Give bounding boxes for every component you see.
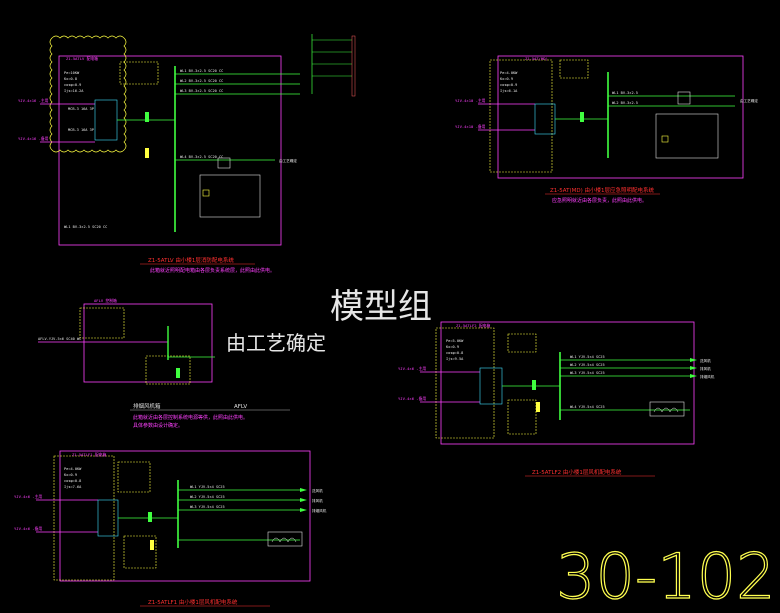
panel-1-name: Z1-5ATLV 配电箱 — [66, 56, 98, 61]
panel-2-caption: Z1-5AT(MD) 由小楼1层应急照明配电系统 — [550, 186, 654, 194]
panel-4-ats-box — [479, 367, 503, 405]
title-main: 模型组 — [330, 287, 432, 327]
panel-5-frame — [59, 450, 311, 582]
panel-5-target-1: 送风机 — [312, 488, 323, 493]
panel-1-revision-cloud — [49, 35, 127, 153]
panel-3: AFLV 控制箱 AFLV-YJV-5×6 SC40 WC 由工艺确定 排烟风机… — [38, 298, 326, 429]
panel-4-input-main: YJV-4×6 -主用 — [398, 366, 426, 371]
panel-2-sub-box — [655, 113, 719, 159]
panel-5-revision-cloud — [53, 455, 115, 581]
panel-4-caption: Z1-5ATLF2 由小楼1层风机配电系统 — [532, 468, 622, 476]
panel-2-feeder-2: WL2 BV-3×2.5 — [612, 101, 638, 105]
panel-4-feeder-2: WL2 YJV-5×4 SC25 — [570, 363, 605, 367]
panel-2: Z1-5AT(MD) Pe=4.0KW Kx=0.9 cosφ=0.9 Ijs=… — [455, 55, 758, 204]
panel-1-sub-box — [199, 174, 261, 218]
panel-2-input-backup: YJV-4×10 -备用 — [455, 124, 486, 129]
panel-1-input-main: YJV-4×16 -主用 — [18, 98, 49, 103]
panel-5: Z1-5ATLF1 配电箱 Pe=4.0KW Kx=0.9 cosφ=0.8 I… — [14, 450, 327, 607]
panel-5-name: Z1-5ATLF1 配电箱 — [72, 452, 106, 457]
panel-1-breaker-2: MCB-3 16A 3P — [68, 128, 94, 132]
panel-1-param-pe: Pe=10KW — [64, 71, 80, 75]
panel-5-caption: Z1-5ATLF1 由小楼1层风机配电系统 — [148, 598, 238, 606]
panel-2-note: 应急照明就近由各层负责，此照由此供电。 — [552, 197, 647, 204]
panel-4-feeder-3: WL3 YJV-5×4 SC25 — [570, 371, 605, 375]
panel-1-param-kx: Kx=0.8 — [64, 77, 77, 81]
panel-2-param-kx: Kx=0.9 — [500, 77, 513, 81]
panel-4-name: Z1-5ATLF2 配电箱 — [456, 323, 490, 328]
panel-5-target-3: 排烟风机 — [312, 508, 327, 513]
panel-2-name: Z1-5AT(MD) — [525, 56, 548, 61]
panel-2-param-cos: cosφ=0.9 — [500, 83, 517, 87]
panel-2-revision-cloud — [489, 59, 553, 173]
panel-1-param-cos: cosφ=0.9 — [64, 83, 81, 87]
panel-3-label-right: AFLV — [234, 404, 247, 410]
panel-3-note-2: 具体参数由设计确定。 — [133, 422, 183, 429]
panel-2-param-pe: Pe=4.0KW — [500, 71, 518, 75]
panel-4-param-cos: cosφ=0.8 — [446, 351, 463, 355]
panel-2-end-label: 由工艺确定 — [740, 98, 758, 103]
panel-5-input-backup: YJV-4×6 -备用 — [14, 526, 42, 531]
panel-1: Z1-5ATLV 配电箱 Pe=10KW Kx=0.8 cosφ=0.9 Ijs… — [18, 34, 356, 274]
panel-5-ats-box — [97, 499, 119, 537]
panel-4-param-ijs: Ijs=9.5A — [446, 357, 464, 361]
panel-1-input-backup: YJV-4×16 -备用 — [18, 136, 49, 141]
panel-4-feeder-1: WL1 YJV-5×4 SC25 — [570, 355, 605, 359]
panel-4-revision-cloud — [435, 327, 495, 439]
panel-4-param-kx: Kx=0.9 — [446, 345, 459, 349]
panel-5-target-2: 排风机 — [312, 498, 323, 503]
panel-1-feeder-1: WL1 BV-3×2.5 SC20 CC — [180, 69, 223, 73]
panel-5-input-main: YJV-4×6 -主用 — [14, 494, 42, 499]
panel-2-input-main: YJV-4×10 -主用 — [455, 98, 486, 103]
panel-1-ats-box — [94, 99, 118, 141]
panel-2-frame — [497, 55, 744, 179]
panel-5-feeder-1: WL1 YJV-5×4 SC25 — [190, 485, 225, 489]
panel-3-caption: 排烟风机箱 — [133, 402, 161, 410]
panel-2-feeder-1: WL1 BV-3×2.5 — [612, 91, 638, 95]
panel-4-target-1: 送风机 — [700, 358, 711, 363]
panel-5-param-pe: Pe=4.0KW — [64, 467, 82, 471]
panel-1-note-line: WL1 BV-3×2.5 SC20 CC — [64, 225, 107, 229]
panel-3-name: AFLV 控制箱 — [94, 298, 117, 303]
panel-5-motor-box — [267, 531, 303, 547]
panel-4: Z1-5ATLF2 配电箱 Pe=5.0KW Kx=0.9 cosφ=0.8 I… — [398, 321, 715, 477]
panel-3-frame — [83, 303, 213, 383]
panel-1-caption: Z1-5ATLV 由小楼1层消防配电系统 — [148, 256, 234, 264]
panel-5-param-cos: cosφ=0.8 — [64, 479, 81, 483]
panel-1-feeder-2: WL2 BV-3×2.5 SC20 CC — [180, 79, 223, 83]
panel-1-param-ijs: Ijs=16.2A — [64, 89, 84, 93]
panel-3-note: 此箱就近由各层控制系统电源等供，此照由此供电。 — [133, 414, 248, 421]
panel-1-feeder-3: WL3 BV-3×2.5 SC20 CC — [180, 89, 223, 93]
panel-1-cloud-small — [119, 61, 159, 85]
panel-5-param-ijs: Ijs=7.6A — [64, 485, 82, 489]
panel-4-target-3: 排烟风机 — [700, 374, 715, 379]
panel-5-param-kx: Kx=0.9 — [64, 473, 77, 477]
panel-1-breaker-1: MCB-3 16A 3P — [68, 107, 94, 111]
panel-5-feeder-2: WL2 YJV-5×4 SC25 — [190, 495, 225, 499]
panel-4-param-pe: Pe=5.0KW — [446, 339, 464, 343]
panel-4-motor-box — [649, 401, 685, 417]
panel-4-frame — [440, 321, 695, 445]
panel-3-feeder: AFLV-YJV-5×6 SC40 WC — [38, 337, 81, 341]
panel-1-end-label: 由工艺确定 — [279, 158, 297, 163]
panel-4-input-backup: YJV-4×6 -备用 — [398, 396, 426, 401]
drawing-number: 30-102 — [556, 540, 776, 613]
panel-1-note: 此箱就近照明配电箱由各层负责系统层，此照由此供电。 — [150, 267, 275, 274]
panel-2-param-ijs: Ijs=6.1A — [500, 89, 518, 93]
panel-4-feeder-4: WL4 YJV-5×4 SC25 — [570, 405, 605, 409]
panel-5-feeder-3: WL3 YJV-5×4 SC25 — [190, 505, 225, 509]
panel-1-feeder-4: WL4 BV-3×2.5 SC20 CC — [180, 155, 223, 159]
panel-4-target-2: 排风机 — [700, 366, 711, 371]
panel-3-process-label: 由工艺确定 — [226, 331, 326, 355]
